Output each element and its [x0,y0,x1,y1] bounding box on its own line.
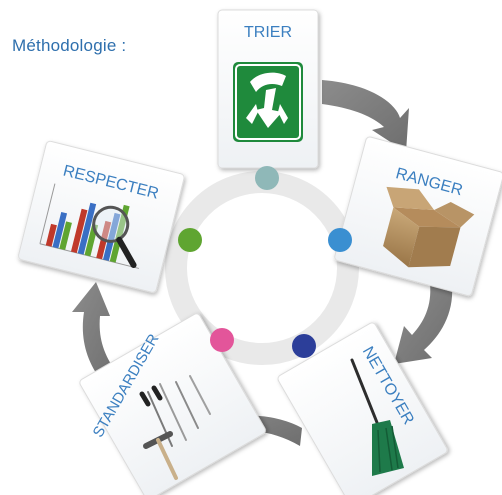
card-trier: TRIER [217,9,319,190]
sort-hand-icon [233,62,303,142]
card-label-trier: TRIER [244,24,292,41]
arrow-trier-to-ranger [322,80,409,152]
card-respecter: RESPECTER [17,140,185,293]
step-dot-respecter [178,228,202,252]
step-dot-ranger [328,228,352,252]
arrow-standardiser-to-respecter [72,282,118,384]
tools-icon [139,375,211,480]
card-nettoyer [277,322,448,495]
card-standardiser-bg [79,313,266,495]
step-dot-standardiser [210,328,234,352]
step-dot-trier [255,166,279,190]
cardboard-box-icon [383,186,475,268]
step-dot-nettoyer [292,334,316,358]
arrow-ranger-to-nettoyer [394,284,453,364]
card-standardiser [79,313,266,495]
card-ranger: RANGER [334,136,502,297]
chart-magnifier-icon [39,183,140,269]
page-title: Méthodologie : [12,36,127,55]
card-respecter-bg [17,140,185,293]
broom-icon [350,358,404,476]
card-nettoyer-bg [277,322,448,495]
